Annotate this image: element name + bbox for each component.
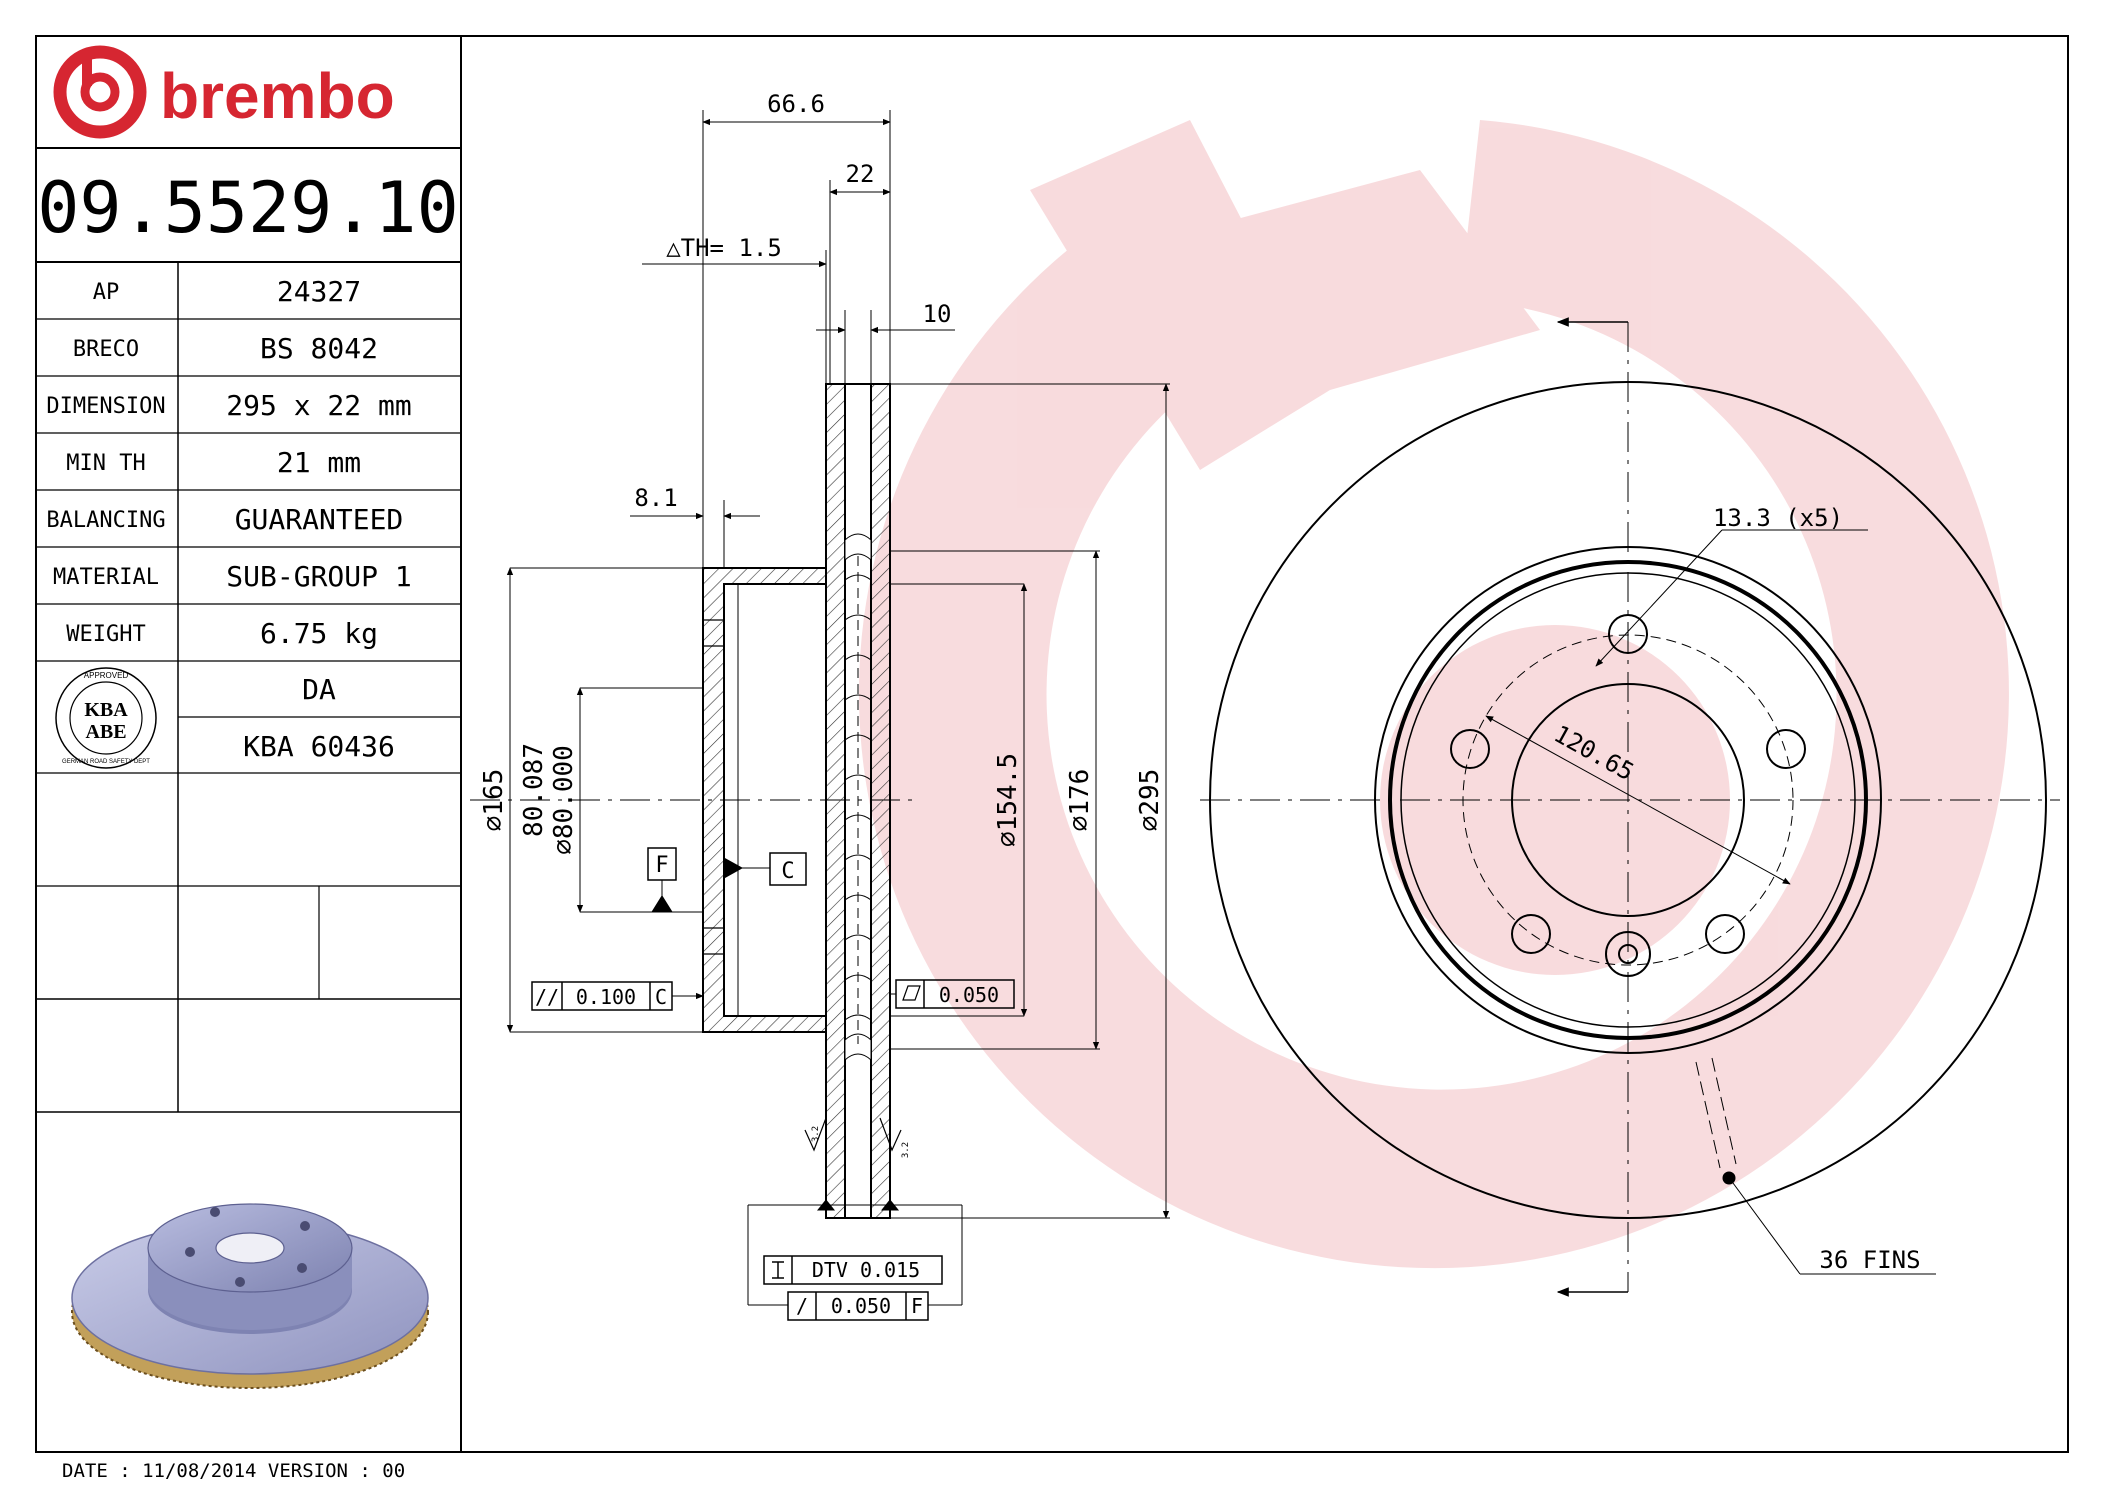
parallelism-datum: C xyxy=(655,985,667,1009)
spec-row-min-th: MIN TH 21 mm xyxy=(66,446,361,479)
spec-value: SUB-GROUP 1 xyxy=(226,560,411,593)
datum-f: F xyxy=(655,853,668,878)
parallelism-symbol: // xyxy=(535,985,559,1009)
spec-row-ap: AP 24327 xyxy=(93,275,361,308)
seal-bottom-text: GERMAN ROAD SAFETY DEPT xyxy=(62,759,150,765)
spec-value: 24327 xyxy=(277,275,361,308)
kba-number: KBA 60436 xyxy=(243,730,395,763)
spec-label: AP xyxy=(93,280,120,305)
sheet-border xyxy=(35,35,2069,1453)
dim-22: 22 xyxy=(846,160,875,188)
spec-label: MATERIAL xyxy=(53,565,159,590)
dim-dia-80-lower: ⌀80.000 xyxy=(549,745,579,855)
spec-row-breco: BRECO BS 8042 xyxy=(73,332,378,365)
dtv-value: DTV 0.015 xyxy=(812,1258,920,1282)
spec-row-material: MATERIAL SUB-GROUP 1 xyxy=(53,560,412,593)
spec-value: 295 x 22 mm xyxy=(226,389,411,422)
footer-date-version: DATE : 11/08/2014 VERSION : 00 xyxy=(62,1460,405,1482)
flatness-value: 0.050 xyxy=(939,983,999,1007)
runout-datum: F xyxy=(911,1294,923,1318)
brand-logo: brembo xyxy=(53,45,395,139)
spec-value: 21 mm xyxy=(277,446,361,479)
brand-name: brembo xyxy=(160,60,395,132)
runout-value: 0.050 xyxy=(831,1294,891,1318)
dim-dia-165: ⌀165 xyxy=(479,769,509,832)
dim-dia-176: ⌀176 xyxy=(1065,769,1095,832)
spec-row-dimension: DIMENSION 295 x 22 mm xyxy=(46,389,411,422)
fins-label: 36 FINS xyxy=(1819,1246,1920,1274)
dim-dia-154-5: ⌀154.5 xyxy=(993,753,1023,847)
dim-8-1: 8.1 xyxy=(634,484,677,512)
part-number: 09.5529.10 xyxy=(37,167,458,249)
runout-symbol: / xyxy=(796,1294,808,1318)
spec-row-weight: WEIGHT 6.75 kg xyxy=(66,617,378,650)
spec-label: WEIGHT xyxy=(66,622,145,647)
spec-value: 6.75 kg xyxy=(260,617,378,650)
spec-value: GUARANTEED xyxy=(235,503,404,536)
datum-c: C xyxy=(781,859,794,884)
spec-label: BRECO xyxy=(73,337,139,362)
cross-section-view xyxy=(470,110,1170,1321)
spec-table: AP 24327 BRECO BS 8042 DIMENSION 295 x 2… xyxy=(36,262,461,1113)
brembo-logo-icon xyxy=(53,45,147,139)
seal-kba: KBA xyxy=(84,699,128,721)
front-view xyxy=(1200,317,2060,1297)
kba-abe-seal: APPROVED KBA ABE GERMAN ROAD SAFETY DEPT xyxy=(55,667,157,769)
spec-value: BS 8042 xyxy=(260,332,378,365)
spec-label: BALANCING xyxy=(46,508,165,533)
dim-dia-80-upper: 80.087 xyxy=(519,743,549,837)
seal-abe: ABE xyxy=(85,721,126,743)
spec-label: MIN TH xyxy=(66,451,145,476)
bolt-hole-label: 13.3 (x5) xyxy=(1713,504,1843,532)
dim-delta-th: △TH= 1.5 xyxy=(666,234,782,262)
roughness-mark-1: 3.2 xyxy=(811,1126,821,1142)
dim-66-6: 66.6 xyxy=(767,90,825,118)
seal-top-text: APPROVED xyxy=(84,671,129,680)
cross-section-labels: 66.6 22 △TH= 1.5 10 8.1 ⌀165 80.087 ⌀80.… xyxy=(479,90,1165,1318)
spec-label: DIMENSION xyxy=(46,394,165,419)
disc-3d-render xyxy=(71,1203,429,1389)
dim-dia-295: ⌀295 xyxy=(1135,769,1165,832)
brand-watermark xyxy=(858,120,2009,1269)
roughness-mark-2: 3.2 xyxy=(901,1142,911,1158)
spec-row-balancing: BALANCING GUARANTEED xyxy=(46,503,403,536)
dim-10: 10 xyxy=(923,300,952,328)
parallelism-value: 0.100 xyxy=(576,985,636,1009)
approval-value: DA xyxy=(302,673,336,706)
